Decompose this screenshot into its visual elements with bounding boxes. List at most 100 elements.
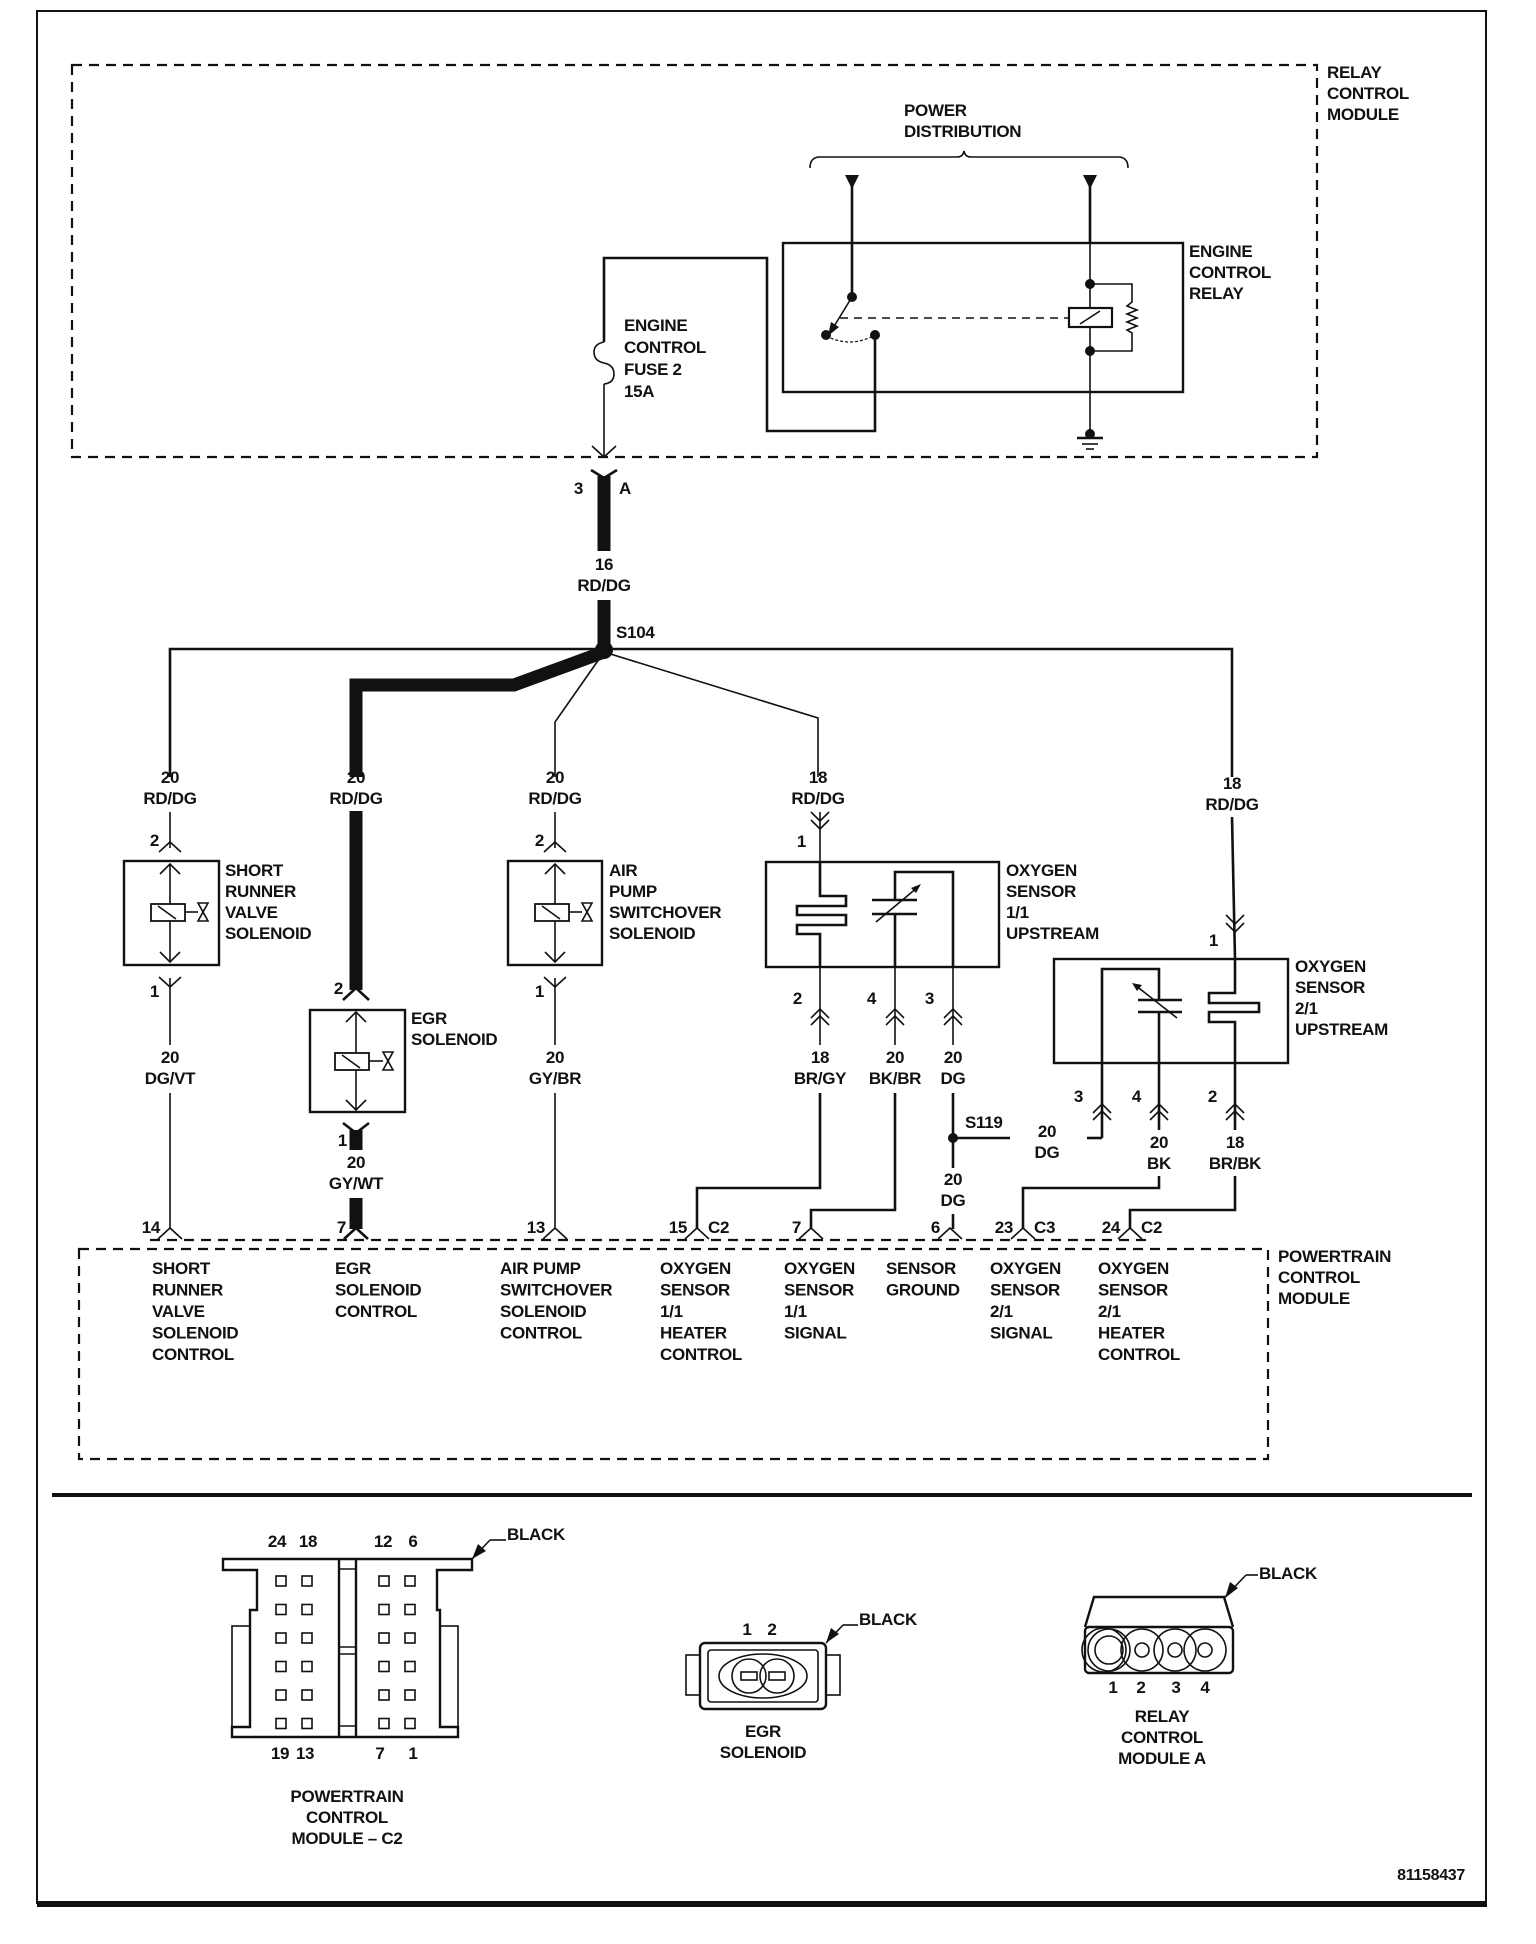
component-label: SOLENOID: [225, 924, 311, 943]
connector-double-icon: [1225, 1102, 1245, 1121]
wire-color: GY/BR: [529, 1069, 581, 1088]
connector-female-icon: [342, 986, 370, 1001]
branch-color: RD/DG: [143, 789, 196, 808]
connector-double-icon: [885, 1007, 905, 1026]
connector-double-icon: [1225, 914, 1245, 934]
branch-color: RD/DG: [791, 789, 844, 808]
cavity: [378, 1689, 390, 1701]
connector-view-pcm-c2: 24 18 12 6 19 13 7 1 BLACK POWERTRAIN CO…: [221, 1525, 566, 1848]
pcm-pin-function-label: SIGNAL: [990, 1324, 1052, 1343]
cavity: [301, 1603, 313, 1616]
rcm-connector-female: [591, 445, 617, 459]
powertrain-control-module: POWERTRAIN CONTROL MODULE: [77, 1238, 1391, 1461]
pcm-pin-number: 6: [931, 1218, 940, 1237]
pcm-pin-function-label: 1/1: [660, 1302, 683, 1321]
power-distribution-brace: [809, 150, 1129, 169]
cavity: [275, 1575, 287, 1587]
component-label: SHORT: [225, 861, 284, 880]
connector-female-icon: [1117, 1226, 1143, 1240]
connector-title: MODULE A: [1118, 1749, 1206, 1768]
component-label: UPSTREAM: [1295, 1020, 1388, 1039]
cavity: [378, 1632, 390, 1644]
relay-label-line1: ENGINE: [1189, 242, 1252, 261]
wire-color: BK/BR: [869, 1069, 921, 1088]
connector-double-icon: [810, 811, 830, 831]
branch-gauge: 20: [161, 768, 179, 787]
cavity: [404, 1689, 416, 1701]
pcm-pin-function-label: VALVE: [152, 1302, 205, 1321]
pcm-pin-function-label: CONTROL: [1098, 1345, 1180, 1364]
branch-color: RD/DG: [329, 789, 382, 808]
pcm-pin-number: 15: [669, 1218, 687, 1237]
rcm-a-housing: [1083, 1625, 1235, 1675]
pcm-connector-id: C2: [708, 1218, 729, 1237]
pcm-pin-function-label: SIGNAL: [784, 1324, 846, 1343]
pcm-pin-function-label: SOLENOID: [500, 1302, 586, 1321]
wire-color: DG: [941, 1069, 966, 1088]
cavity: [301, 1689, 313, 1701]
pcm-pin-function-label: CONTROL: [152, 1345, 234, 1364]
cavity: [404, 1632, 416, 1644]
pin-number: 13: [296, 1744, 314, 1763]
switch-arrow-icon: [828, 322, 839, 336]
pcm-pin-function-label: AIR PUMP: [500, 1259, 581, 1278]
wire-color: GY/WT: [329, 1174, 384, 1193]
pcm-pin-function-label: OXYGEN: [1098, 1259, 1169, 1278]
valve-icon: [196, 902, 210, 922]
pcm-pin-function-label: SENSOR: [1098, 1281, 1168, 1300]
splice-s104-dot: [595, 641, 613, 659]
pcm-pin-function-label: SENSOR: [660, 1281, 730, 1300]
pin-number: 12: [374, 1532, 392, 1551]
switch-contact-left: [821, 330, 831, 340]
wire-color: BR/BK: [1209, 1154, 1262, 1173]
valve-icon: [381, 1051, 395, 1071]
cavity: [378, 1660, 390, 1673]
latch-right: [439, 1625, 459, 1728]
cavity: [378, 1575, 390, 1587]
pcm-pin-number: 23: [995, 1218, 1013, 1237]
wire-gauge: 20: [1150, 1133, 1168, 1152]
wire-gauge: 18: [811, 1048, 829, 1067]
connector-a-pin: 3: [574, 479, 583, 498]
pcm-pin-function-label: CONTROL: [335, 1302, 417, 1321]
engine-control-relay-box: [781, 241, 1185, 394]
pcm-pin-function-label: CONTROL: [500, 1324, 582, 1343]
pcm-dashed-boundary: [77, 1247, 1270, 1461]
terminal-2: [768, 1671, 786, 1681]
branch-wires: [168, 641, 1234, 777]
splice-s119: S119 20 DG 20 DG: [941, 1113, 1060, 1229]
cavity: [301, 1632, 313, 1644]
rcm-label-line1: RELAY: [1327, 63, 1383, 82]
cavity: [301, 1660, 313, 1673]
connector-female-icon: [158, 840, 182, 853]
connector-title: EGR: [745, 1722, 781, 1741]
pin-label: 1: [338, 1131, 347, 1150]
connector-color-label: BLACK: [507, 1525, 566, 1544]
wire-gauge: 20: [944, 1048, 962, 1067]
component-label: AIR: [609, 861, 637, 880]
pin-label: 2: [1208, 1087, 1217, 1106]
pcm-pin-function-label: SHORT: [152, 1259, 211, 1278]
pin-label: 2: [793, 989, 802, 1008]
pin-label: 1: [1209, 931, 1218, 950]
power-feed-right-icon: [1083, 175, 1097, 189]
arrow-head: [1132, 983, 1142, 991]
power-distribution-label-line2: DISTRIBUTION: [904, 122, 1021, 141]
pin-number: 18: [299, 1532, 317, 1551]
egr-solenoid: 2 EGR SOLENOID 1 20 GY/WT: [308, 811, 498, 1229]
pin-label: 4: [867, 989, 877, 1008]
suppression-resistor-icon: [1090, 283, 1140, 352]
fuse-label-line1: ENGINE: [624, 316, 687, 335]
heater-element-icon: [795, 862, 848, 967]
connector-a-id: A: [619, 479, 631, 498]
pcm-pin-function-label: SENSOR: [990, 1281, 1060, 1300]
oxygen-sensor-1-1: 1 OXYGEN SENSOR 1/1 UPSTREAM 2 4 3 18 BR…: [695, 811, 1099, 1229]
component-label: 1/1: [1006, 903, 1029, 922]
component-label: UPSTREAM: [1006, 924, 1099, 943]
switch-arc: [825, 335, 874, 343]
wire-color: BR/GY: [794, 1069, 847, 1088]
component-label: 2/1: [1295, 999, 1318, 1018]
